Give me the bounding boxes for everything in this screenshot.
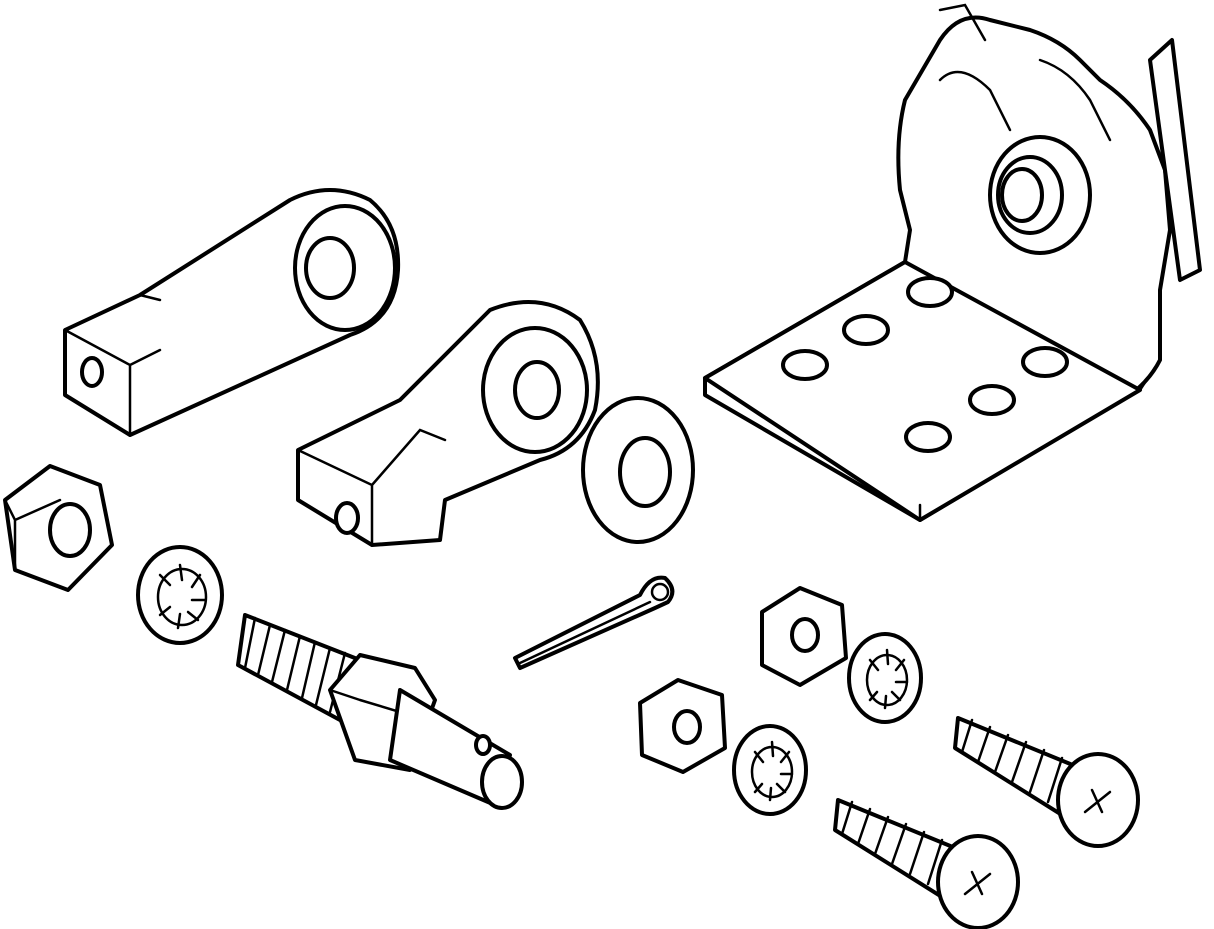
bracket-hole [781,349,829,381]
lock-washer-left [136,545,224,645]
hex-nut-small-lower [638,678,727,774]
lock-washer-right-lower [732,724,808,816]
bracket-hole [842,314,890,346]
cotter-pin [513,575,675,670]
mounting-bracket [703,3,1202,522]
hex-nut-small-upper [760,586,848,687]
bracket-hole [906,276,954,308]
flat-washer [581,396,695,544]
lever-arm-upper [63,188,401,437]
lock-washer-right-upper [847,632,923,724]
bracket-hole [1021,346,1069,378]
machine-screw-upper [953,716,1140,848]
lever-arm-lower [296,300,600,547]
bracket-hole [968,384,1016,416]
machine-screw-lower [833,798,1020,929]
hex-nut-large [3,464,114,592]
stud-bolt [236,613,524,810]
bracket-hole [904,421,952,453]
